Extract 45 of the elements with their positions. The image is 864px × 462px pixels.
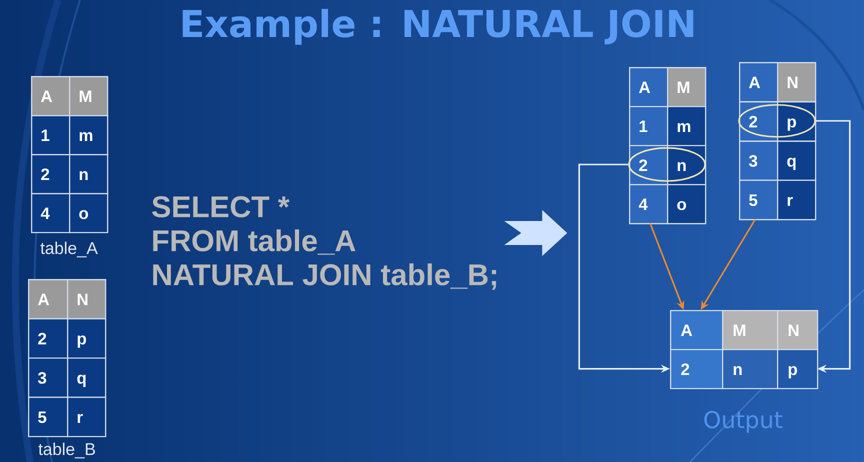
table-cell: 1 xyxy=(31,115,70,156)
table-cell: 3 xyxy=(28,357,68,398)
header-cell: N xyxy=(67,278,106,320)
table-cell: p xyxy=(777,348,818,390)
table-cell: 3 xyxy=(739,140,778,181)
table-caption: table_A xyxy=(40,242,98,258)
header-cell: M xyxy=(69,76,108,116)
header-cell: M xyxy=(667,67,706,108)
table-cell: 5 xyxy=(739,180,778,220)
table-cell: r xyxy=(777,180,816,220)
table-caption: Output xyxy=(704,410,782,433)
table-cell: 2 xyxy=(739,101,778,142)
table-cell: r xyxy=(67,396,106,438)
table-cell: n xyxy=(722,348,778,390)
header-cell: A xyxy=(739,62,778,102)
title: Example : NATURAL JOIN xyxy=(182,8,694,45)
header-cell: A xyxy=(670,310,724,350)
sql-query: SELECT * FROM table_A NATURAL JOIN table_B; xyxy=(152,196,496,290)
table-caption: table_B xyxy=(38,442,95,458)
table-cell: q xyxy=(777,140,816,181)
table-cell: 1 xyxy=(629,106,668,146)
table-cell: m xyxy=(667,106,706,146)
header-cell: A xyxy=(28,278,68,320)
table-cell: p xyxy=(777,101,816,142)
table-cell: 2 xyxy=(629,144,668,186)
header-cell: N xyxy=(777,62,816,102)
header-cell: N xyxy=(777,310,818,350)
arrow xyxy=(816,120,851,373)
header-cell: A xyxy=(31,76,70,116)
table-cell: 2 xyxy=(670,348,724,390)
table-cell: 4 xyxy=(31,193,70,234)
table-cell: o xyxy=(69,193,108,234)
block-arrow xyxy=(504,210,568,256)
table-cell: q xyxy=(67,357,106,398)
table-cell: 5 xyxy=(28,396,68,438)
table-cell: p xyxy=(67,318,106,359)
table-cell: 2 xyxy=(28,318,68,359)
table-cell: n xyxy=(69,154,108,194)
table-cell: 4 xyxy=(629,184,668,224)
header-cell: A xyxy=(629,67,668,108)
table-cell: m xyxy=(69,115,108,156)
table-cell: o xyxy=(667,184,706,224)
table-cell: n xyxy=(667,144,706,186)
table-cell: 2 xyxy=(31,154,70,194)
header-cell: M xyxy=(722,310,778,350)
